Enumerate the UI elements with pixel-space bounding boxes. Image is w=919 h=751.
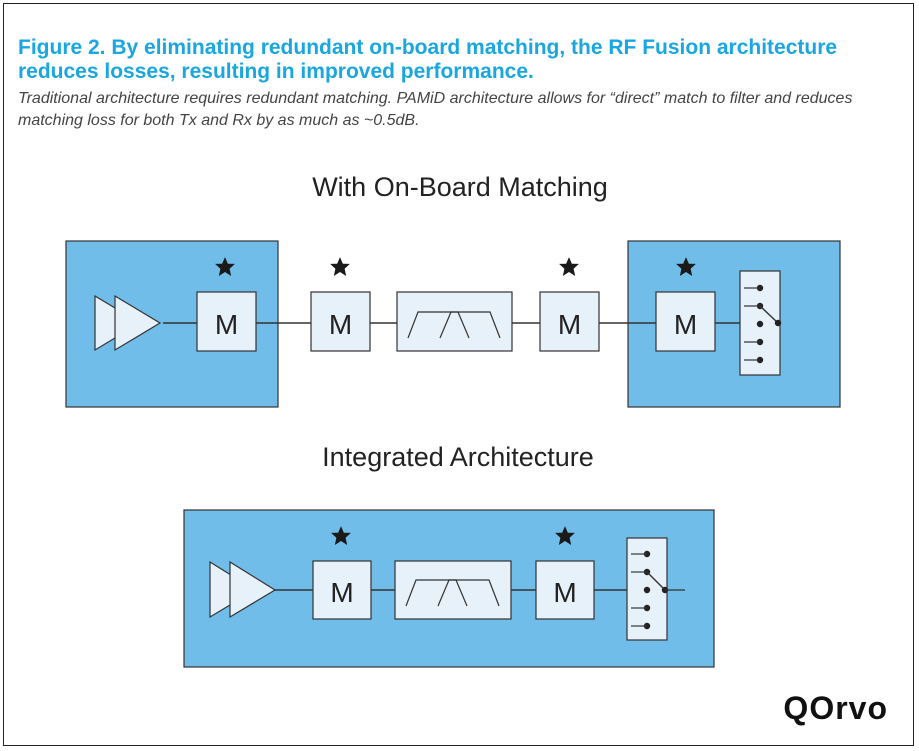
logo-text: QOrvo (783, 690, 888, 726)
switch-icon (739, 270, 782, 376)
figure-title: Figure 2. By eliminating redundant on-bo… (18, 36, 838, 83)
amplifier-icon (94, 294, 162, 352)
svg-text:M: M (329, 309, 352, 340)
top-diagram-heading: With On-Board Matching (312, 172, 608, 202)
matching-block: M (312, 560, 372, 620)
matching-block: M (196, 291, 257, 352)
svg-text:M: M (558, 309, 581, 340)
filter-icon (396, 291, 513, 352)
svg-text:M: M (215, 309, 238, 340)
star-icon (330, 257, 350, 277)
matching-block: M (535, 560, 595, 620)
filter-icon (394, 560, 512, 620)
matching-block: M (655, 291, 716, 352)
svg-text:M: M (330, 577, 353, 608)
figure-subtitle: Traditional architecture requires redund… (18, 90, 853, 129)
matching-block: M (310, 291, 371, 352)
amplifier-icon (209, 560, 277, 619)
qorvo-logo: QOrvo (783, 690, 888, 726)
matching-block: M (539, 291, 600, 352)
star-icon (559, 257, 579, 277)
svg-text:M: M (553, 577, 576, 608)
svg-text:M: M (674, 309, 697, 340)
switch-icon (626, 537, 685, 641)
bottom-diagram-heading: Integrated Architecture (322, 442, 594, 472)
